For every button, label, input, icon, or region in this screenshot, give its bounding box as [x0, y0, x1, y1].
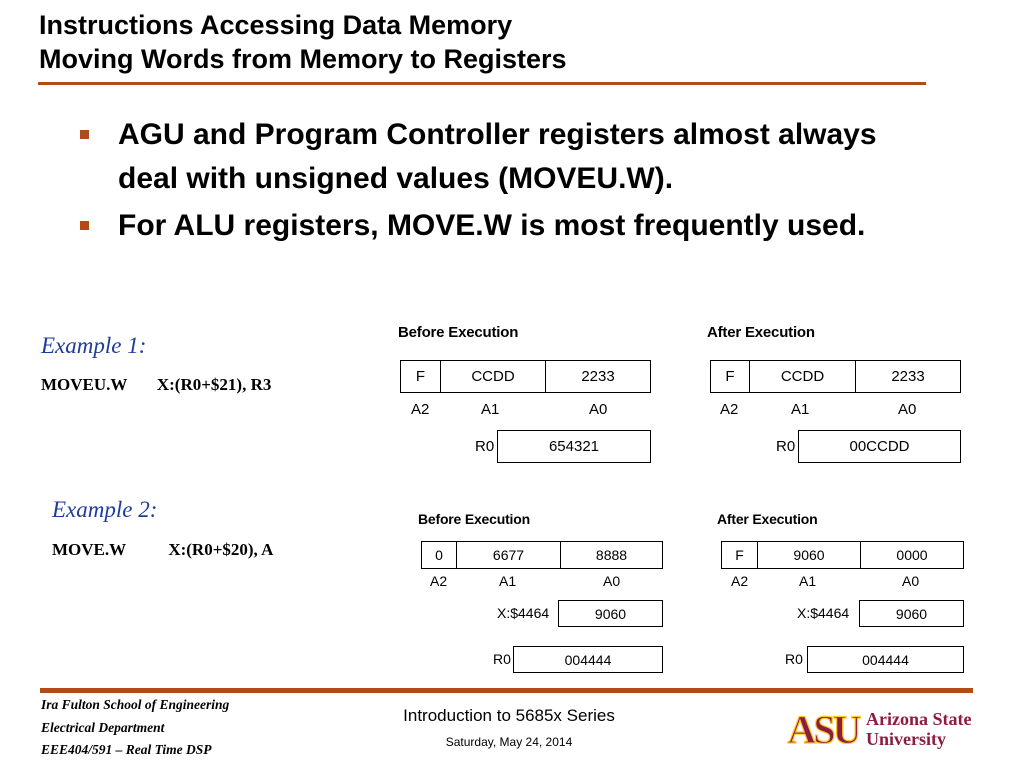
a0-label: A0: [603, 573, 621, 589]
asu-logo-mark: ASU: [787, 707, 860, 749]
example-1-instruction: MOVEU.W X:(R0+$21), R3: [41, 375, 272, 394]
footer-course-title: Introduction to 5685x Series: [403, 706, 615, 725]
footer-divider: [40, 688, 973, 693]
asu-wordmark: Arizona State University: [866, 709, 971, 749]
example-2-before-memory: 9060: [558, 600, 663, 627]
a1-label: A1: [499, 573, 517, 589]
example-1-title: Example 1:: [41, 333, 147, 358]
square-bullet-icon: [80, 130, 89, 139]
a0-label: A0: [898, 401, 917, 418]
example-2-after-label: After Execution: [717, 511, 818, 527]
r0-value: 004444: [862, 651, 909, 668]
r0-label: R0: [493, 651, 511, 667]
title-line-2: Moving Words from Memory to Registers: [39, 44, 567, 74]
example-2-after-accumulator: F 9060 0000: [721, 541, 964, 569]
a0-cell: 8888: [560, 542, 662, 568]
bullet-list: AGU and Program Controller registers alm…: [80, 113, 940, 251]
a2-cell: F: [735, 547, 744, 563]
example-1-after-r0: 00CCDD: [798, 430, 961, 463]
a0-cell: 2233: [545, 361, 650, 392]
r0-label: R0: [776, 438, 796, 455]
example-1-before-accumulator: F CCDD 2233: [400, 360, 651, 393]
bullet-item: AGU and Program Controller registers alm…: [80, 113, 940, 201]
r0-label: R0: [475, 438, 495, 455]
a1-label: A1: [481, 401, 500, 418]
asu-wordmark-line-1: Arizona State: [866, 709, 972, 729]
a2-label: A2: [430, 573, 448, 589]
footer-line: EEE404/591 – Real Time DSP: [41, 742, 212, 757]
example-2-after-memory: 9060: [859, 600, 964, 627]
a1-cell: 6677: [456, 542, 560, 568]
asu-logo-icon: ASU: [787, 707, 863, 749]
bullet-text: For ALU registers, MOVE.W is most freque…: [118, 209, 866, 242]
asu-wordmark-line-2: University: [866, 729, 946, 749]
memory-value: 9060: [895, 605, 928, 622]
example-2-before-label: Before Execution: [418, 511, 530, 527]
a1-cell: 9060: [757, 542, 860, 568]
memory-value: 9060: [594, 605, 627, 622]
a0-cell: 2233: [855, 361, 960, 392]
title-divider: [38, 82, 926, 85]
square-bullet-icon: [80, 221, 89, 230]
example-1-before-label: Before Execution: [398, 324, 519, 341]
r0-value: 00CCDD: [849, 438, 910, 455]
memory-address-label: X:$4464: [497, 605, 550, 621]
example-2-before-r0: 004444: [513, 646, 663, 673]
a2-label: A2: [720, 401, 739, 418]
bullet-text: AGU and Program Controller registers alm…: [118, 118, 877, 195]
slide-title: Instructions Accessing Data Memory Movin…: [39, 4, 567, 81]
example-1-after-accumulator: F CCDD 2233: [710, 360, 961, 393]
a0-label: A0: [902, 573, 920, 589]
a2-cell: 0: [435, 547, 443, 563]
example-1-after-label: After Execution: [707, 324, 815, 341]
example-2-title: Example 2:: [52, 497, 158, 522]
a1-cell: CCDD: [440, 361, 545, 392]
footer-date: Saturday, May 24, 2014: [445, 735, 573, 749]
r0-value: 004444: [564, 651, 612, 668]
a2-label: A2: [731, 573, 749, 589]
a2-label: A2: [411, 401, 430, 418]
footer-line: Ira Fulton School of Engineering: [41, 697, 230, 712]
a1-label: A1: [799, 573, 817, 589]
bullet-item: For ALU registers, MOVE.W is most freque…: [80, 204, 940, 248]
a0-cell: 0000: [860, 542, 963, 568]
example-2-instruction: MOVE.W X:(R0+$20), A: [52, 540, 274, 559]
footer-institution: Ira Fulton School of Engineering Electri…: [41, 694, 229, 762]
r0-value: 654321: [548, 438, 600, 455]
r0-label: R0: [785, 651, 803, 667]
a2-cell: F: [725, 368, 735, 385]
a1-cell: CCDD: [749, 361, 855, 392]
a2-cell: F: [415, 368, 426, 385]
example-2-after-r0: 004444: [807, 646, 964, 673]
example-2-before-accumulator: 0 6677 8888: [421, 541, 663, 569]
a0-label: A0: [589, 401, 608, 418]
example-1-before-r0: 654321: [497, 430, 651, 463]
memory-address-label: X:$4464: [797, 605, 850, 621]
title-line-1: Instructions Accessing Data Memory: [39, 10, 513, 40]
a1-label: A1: [791, 401, 810, 418]
footer-line: Electrical Department: [41, 719, 165, 735]
